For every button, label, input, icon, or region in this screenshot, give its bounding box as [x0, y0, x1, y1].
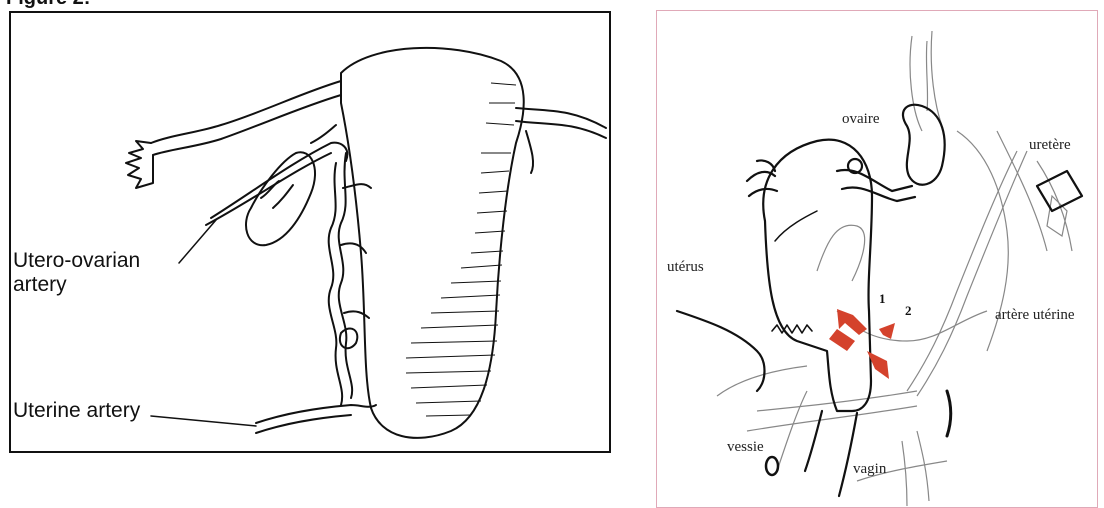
uterine-leader: [151, 416, 256, 426]
suture: [772, 325, 812, 333]
ovary-shape: [903, 105, 945, 185]
label-vagin: vagin: [853, 461, 886, 478]
arrow-1: [837, 309, 867, 335]
ureter: [907, 151, 1017, 391]
label-uterus: utérus: [667, 259, 704, 276]
uterine-artery-label: Uterine artery: [13, 399, 140, 423]
uterine-artery: [256, 405, 376, 423]
uterus-body-outline: [341, 48, 524, 438]
label-vessie: vessie: [727, 439, 764, 456]
label-ovaire: ovaire: [842, 111, 879, 128]
clamp-arrows: [829, 309, 895, 379]
fimbriae: [126, 141, 153, 188]
utero-ovarian-artery-label: Utero-ovarian artery: [13, 249, 140, 297]
arrow-number-2: 2: [905, 303, 912, 319]
arrow-2: [879, 323, 895, 339]
uterus-drawing-en: [11, 13, 611, 453]
figure-caption: Figure 2:: [6, 0, 90, 10]
pelvic-drawing-fr: [657, 11, 1098, 508]
arrow-number-1: 1: [879, 291, 886, 307]
right-anatomy-figure: ovaire uretère utérus artère utérine ves…: [656, 10, 1098, 508]
ascending-uterine-artery: [339, 153, 352, 398]
left-tube: [151, 81, 341, 143]
label-artere-uterine: artère utérine: [995, 307, 1075, 324]
utero-ovarian-leader: [179, 220, 216, 263]
left-anatomy-figure: Utero-ovarian artery Uterine artery: [9, 11, 611, 453]
utero-ovarian-label-line1: Utero-ovarian: [13, 249, 140, 273]
bladder: [677, 311, 765, 391]
utero-ovarian-label-line2: artery: [13, 273, 140, 297]
label-uretere: uretère: [1029, 137, 1071, 154]
